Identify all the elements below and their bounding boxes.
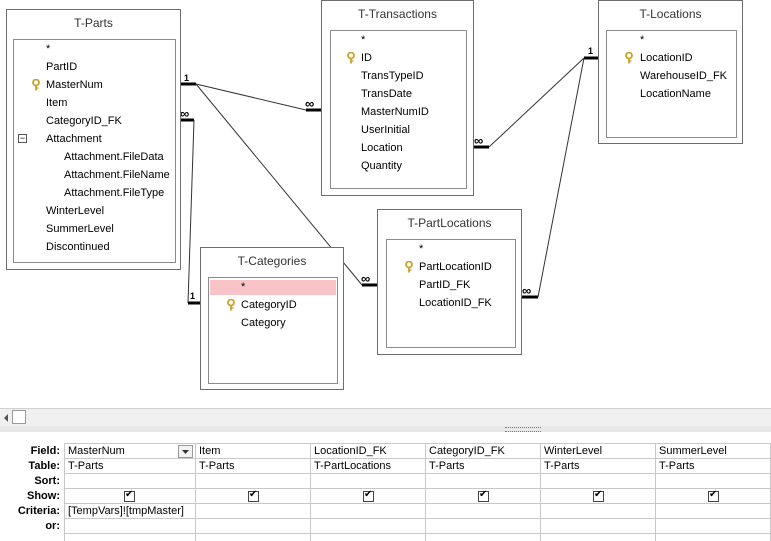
row-label-show: Show:: [27, 490, 60, 502]
field-partlocationid[interactable]: PartLocationID: [419, 261, 492, 273]
grid-table-cell[interactable]: T-Parts: [429, 460, 465, 472]
field-attachment[interactable]: Attachment: [46, 133, 102, 145]
grid-field-cell[interactable]: SummerLevel: [659, 445, 727, 457]
show-checkbox[interactable]: [363, 489, 374, 502]
table-t-locations[interactable]: T-Locations * LocationID WarehouseID_FK …: [598, 0, 743, 144]
grid-criteria-cell[interactable]: [TempVars]![tmpMaster]: [68, 505, 184, 517]
field-transtypeid[interactable]: TransTypeID: [361, 70, 424, 82]
field-list[interactable]: * CategoryID Category: [208, 277, 338, 384]
field-transdate[interactable]: TransDate: [361, 88, 412, 100]
grid-lines: [64, 443, 771, 541]
relationship-canvas: 1 ∞ ∞ ∞ 1 1 ∞ ∞ T-Parts * PartID MasterN…: [6, 0, 743, 390]
field-list[interactable]: * LocationID WarehouseID_FK LocationName: [606, 30, 737, 138]
field-item[interactable]: Item: [46, 97, 68, 109]
field-warehouseid-fk[interactable]: WarehouseID_FK: [640, 70, 728, 82]
scrollbar-thumb[interactable]: [12, 410, 26, 424]
table-t-categories[interactable]: T-Categories * CategoryID Category: [200, 247, 344, 390]
grid-table-cell[interactable]: T-Parts: [199, 460, 235, 472]
show-checkbox[interactable]: [124, 489, 135, 502]
chevron-down-icon: [182, 450, 189, 454]
field-attachment-filename[interactable]: Attachment.FileName: [64, 169, 170, 181]
relation-one-label: 1: [588, 46, 594, 56]
show-checkbox[interactable]: [478, 489, 489, 502]
grid-field-cell[interactable]: CategoryID_FK: [429, 445, 505, 457]
row-label-table: Table:: [28, 460, 60, 472]
scroll-left-arrow-icon[interactable]: [1, 412, 11, 424]
primary-key-icon: [347, 52, 355, 64]
relation-one-label: 1: [190, 291, 196, 301]
primary-key-icon: [625, 52, 633, 64]
primary-key-icon: [227, 299, 235, 311]
grid-table-cell[interactable]: T-Parts: [68, 460, 104, 472]
field-location[interactable]: Location: [361, 142, 403, 154]
collapse-icon[interactable]: −: [18, 133, 27, 143]
field-list[interactable]: * PartLocationID PartID_FK LocationID_FK: [386, 239, 516, 348]
relation-many-label: ∞: [361, 271, 371, 286]
field-all[interactable]: *: [640, 34, 645, 46]
relation-many-label: ∞: [474, 133, 484, 148]
field-partid[interactable]: PartID: [46, 61, 78, 73]
row-label-field: Field:: [30, 445, 60, 457]
field-quantity[interactable]: Quantity: [361, 160, 402, 172]
grid-table-cell[interactable]: T-Parts: [659, 460, 695, 472]
grid-table-cell[interactable]: T-PartLocations: [314, 460, 392, 472]
field-categoryid-fk[interactable]: CategoryID_FK: [46, 115, 122, 127]
splitter-grip[interactable]: [505, 427, 541, 432]
grid-field-cell[interactable]: LocationID_FK: [314, 445, 387, 457]
field-all[interactable]: *: [46, 43, 51, 55]
field-category[interactable]: Category: [241, 317, 286, 329]
grid-field-cell[interactable]: WinterLevel: [544, 445, 603, 457]
relation-many-label: ∞: [522, 283, 532, 298]
field-masternum[interactable]: MasterNum: [46, 79, 103, 91]
table-title[interactable]: T-Locations: [639, 7, 702, 21]
grid-field-cell[interactable]: MasterNum: [68, 445, 125, 457]
grid-field-cell[interactable]: Item: [199, 445, 221, 457]
field-attachment-filedata[interactable]: Attachment.FileData: [64, 151, 164, 163]
grid-table-cell[interactable]: T-Parts: [544, 460, 580, 472]
field-all[interactable]: *: [361, 34, 366, 46]
table-title[interactable]: T-Parts: [74, 16, 113, 30]
field-locationname[interactable]: LocationName: [640, 88, 711, 100]
primary-key-icon: [32, 79, 40, 91]
table-title[interactable]: T-Transactions: [358, 7, 437, 21]
field-userinitial[interactable]: UserInitial: [361, 124, 410, 136]
field-discontinued[interactable]: Discontinued: [46, 241, 110, 253]
row-label-sort: Sort:: [34, 475, 60, 487]
table-title[interactable]: T-Categories: [237, 254, 307, 268]
row-label-criteria: Criteria:: [17, 505, 60, 517]
field-winterlevel[interactable]: WinterLevel: [46, 205, 105, 217]
row-labels: Field: Table: Sort: Show: Criteria: or:: [0, 432, 64, 541]
pane-splitter[interactable]: [0, 426, 771, 432]
row-label-or: or:: [45, 520, 60, 532]
table-t-transactions[interactable]: T-Transactions * ID TransTypeID TransDat…: [321, 0, 474, 196]
relation-one-label: 1: [184, 73, 190, 83]
selected-row-highlight: [210, 280, 336, 295]
field-locationid[interactable]: LocationID: [640, 52, 693, 64]
field-all[interactable]: *: [241, 281, 246, 293]
table-t-partlocations[interactable]: T-PartLocations * PartLocationID PartID_…: [377, 209, 522, 355]
query-design-grid: Field: Table: Sort: Show: Criteria: or: …: [0, 432, 771, 541]
table-title[interactable]: T-PartLocations: [407, 216, 492, 230]
field-dropdown-button[interactable]: [178, 445, 193, 458]
field-categoryid[interactable]: CategoryID: [241, 299, 297, 311]
show-checkbox[interactable]: [248, 489, 259, 502]
field-all[interactable]: *: [419, 243, 424, 255]
field-id[interactable]: ID: [361, 52, 372, 64]
field-list[interactable]: * ID TransTypeID TransDate MasterNumID U…: [330, 30, 467, 189]
horizontal-scrollbar[interactable]: [0, 408, 771, 426]
primary-key-icon: [405, 261, 413, 273]
show-checkbox[interactable]: [708, 489, 719, 502]
show-checkbox[interactable]: [593, 489, 604, 502]
field-list[interactable]: * PartID MasterNum Item CategoryID_FK − …: [13, 39, 176, 263]
table-t-parts[interactable]: T-Parts * PartID MasterNum Item Category…: [6, 9, 181, 270]
field-masternumid[interactable]: MasterNumID: [361, 106, 429, 118]
field-locationid-fk[interactable]: LocationID_FK: [419, 297, 492, 309]
field-partid-fk[interactable]: PartID_FK: [419, 279, 471, 291]
field-summerlevel[interactable]: SummerLevel: [46, 223, 114, 235]
relation-many-label: ∞: [305, 96, 315, 111]
relation-many-label: ∞: [180, 106, 190, 121]
field-attachment-filetype[interactable]: Attachment.FileType: [64, 187, 165, 199]
